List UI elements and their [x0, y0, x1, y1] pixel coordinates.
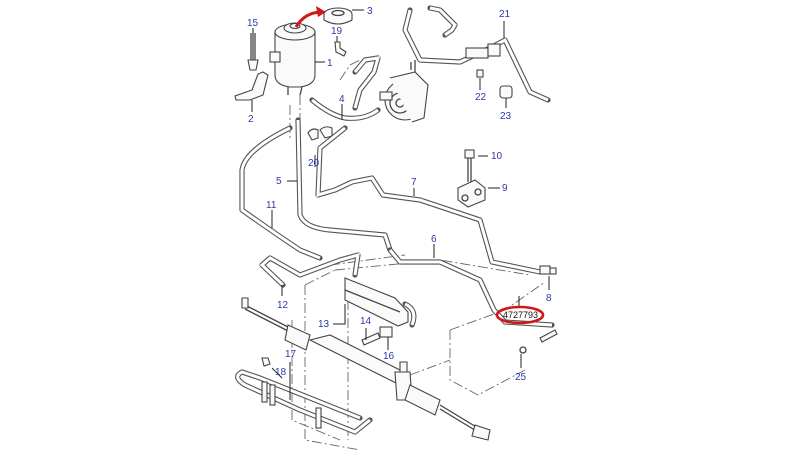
steering-rack	[241, 297, 491, 441]
highlight-circle	[495, 305, 545, 325]
clip-part-16	[379, 326, 393, 338]
bolt-part-14	[361, 332, 381, 346]
callout-17[interactable]: 17	[285, 349, 297, 360]
callout-22[interactable]: 22	[475, 92, 487, 103]
callout-9[interactable]: 9	[502, 183, 508, 194]
callout-16[interactable]: 16	[383, 351, 395, 362]
clip-part-18	[261, 357, 271, 367]
hose-part-5	[295, 117, 393, 253]
clips-part-20	[307, 126, 333, 141]
callout-8[interactable]: 8	[546, 293, 552, 304]
callout-15[interactable]: 15	[247, 18, 259, 29]
hose-part-4	[309, 97, 381, 121]
pipe-part-7	[315, 125, 543, 275]
red-arrowhead-icon	[316, 6, 326, 17]
part-number-label: 4727793	[503, 310, 538, 320]
callout-14[interactable]: 14	[360, 316, 372, 327]
callout-13[interactable]: 13	[318, 319, 330, 330]
hose-part-12	[259, 252, 361, 288]
callout-1[interactable]: 1	[327, 58, 333, 69]
cap-part-3	[323, 7, 353, 25]
bushing-part-23	[499, 85, 513, 99]
leader-lines	[251, 9, 550, 400]
callout-2[interactable]: 2	[248, 114, 254, 125]
callout-10[interactable]: 10	[491, 151, 503, 162]
callout-23[interactable]: 23	[500, 111, 512, 122]
callout-25[interactable]: 25	[515, 372, 527, 383]
bolt-part-15	[247, 30, 259, 71]
clip-part-22	[476, 69, 484, 78]
pump-inlet-hose	[352, 55, 381, 111]
callout-18[interactable]: 18	[275, 367, 287, 378]
callout-19[interactable]: 19	[331, 26, 343, 37]
reservoir-part-1	[269, 22, 316, 96]
callout-3[interactable]: 3	[367, 6, 373, 17]
hose-part-11	[239, 125, 323, 261]
hose-part-17	[235, 369, 373, 435]
callout-5[interactable]: 5	[276, 176, 282, 187]
bolt-part-19	[334, 41, 347, 57]
callout-6[interactable]: 6	[431, 234, 437, 245]
callout-12[interactable]: 12	[277, 300, 289, 311]
pump	[379, 60, 429, 123]
clamp-part-9	[457, 179, 486, 208]
bolt-part-10	[464, 149, 475, 182]
pipe-part-21	[402, 5, 551, 103]
highlighted-part-number[interactable]: 4727793	[495, 305, 545, 325]
fitting-part-8	[539, 265, 557, 275]
callout-21[interactable]: 21	[499, 9, 511, 20]
callout-11[interactable]: 11	[266, 200, 277, 211]
callout-4[interactable]: 4	[339, 94, 345, 105]
callout-20[interactable]: 20	[308, 158, 320, 169]
bracket-part-2	[234, 71, 269, 101]
cooler-part-13	[344, 277, 417, 328]
fitting-part-25	[519, 329, 558, 354]
callout-7[interactable]: 7	[411, 177, 417, 188]
